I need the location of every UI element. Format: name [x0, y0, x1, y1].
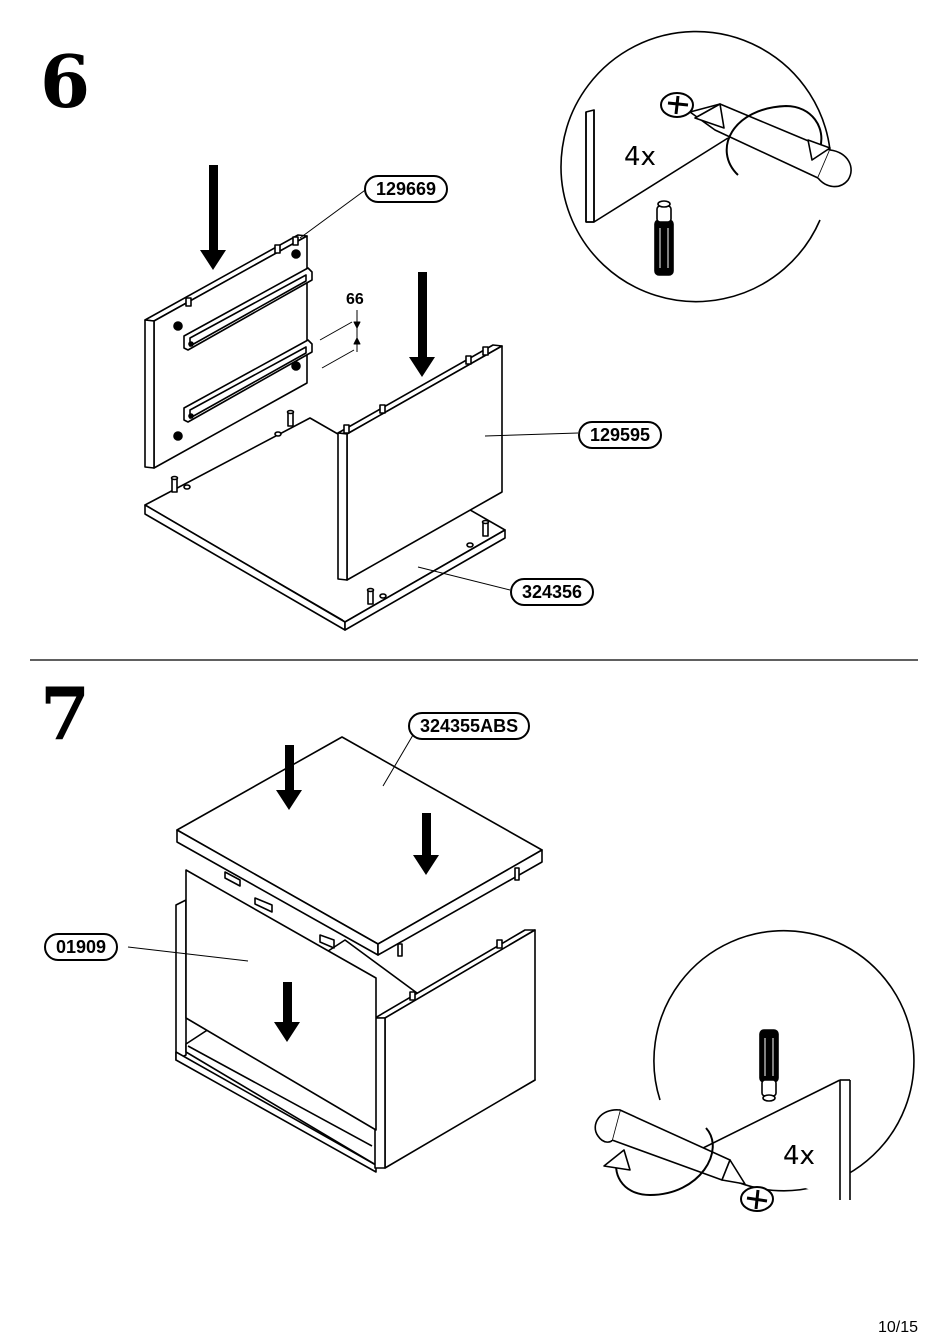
- page-number: 10/15: [878, 1319, 918, 1337]
- part-label-top-panel: 324355ABS: [408, 712, 530, 740]
- part-label-back-panel: 01909: [44, 933, 118, 961]
- dimension-label: 66: [346, 291, 364, 309]
- part-label-side-panel: 129669: [364, 175, 448, 203]
- part-label-front-panel: 129595: [578, 421, 662, 449]
- screw-count-label: 4x: [624, 142, 656, 172]
- step-number: 7: [40, 678, 90, 750]
- step-number: 6: [40, 46, 90, 118]
- dimension-marker: [320, 310, 360, 368]
- part-label-base-panel: 324356: [510, 578, 594, 606]
- screw-count-label: 4x: [783, 1141, 815, 1171]
- detail-circle: [595, 931, 914, 1211]
- detail-circle: [561, 32, 851, 302]
